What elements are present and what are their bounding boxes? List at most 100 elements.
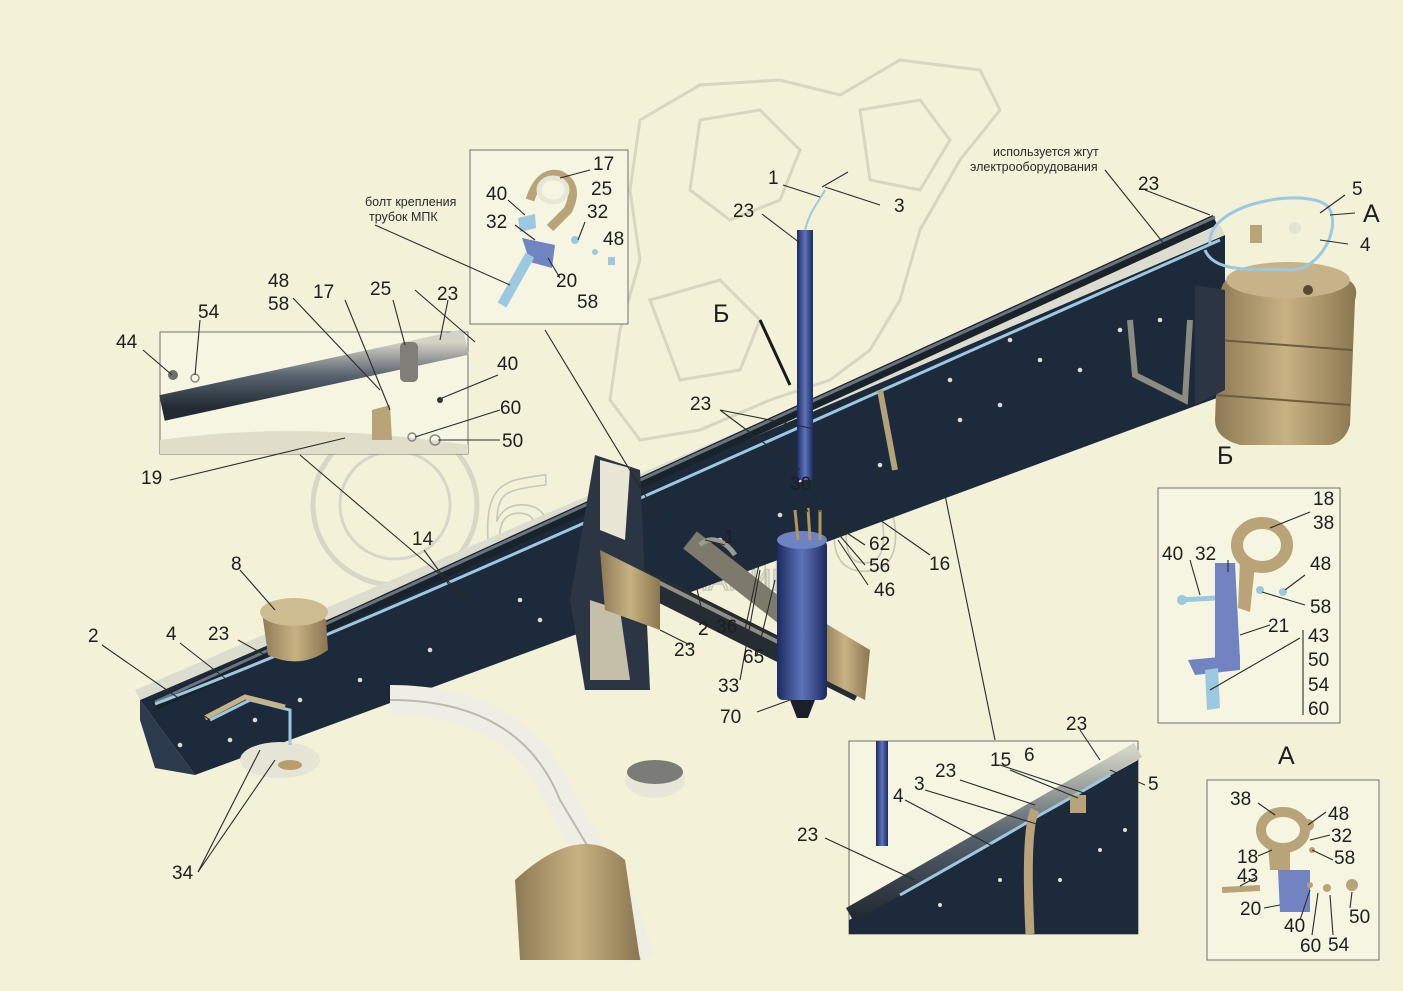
callout-2: 2 xyxy=(698,619,709,640)
callout-15: 15 xyxy=(990,750,1011,771)
callout-4: 4 xyxy=(166,624,177,645)
callout-30: 30 xyxy=(790,474,811,495)
callout-40: 40 xyxy=(486,184,507,205)
vertical-rod xyxy=(758,189,826,480)
callout-34: 34 xyxy=(172,863,194,884)
callout-5: 5 xyxy=(1352,179,1363,200)
callout-43: 43 xyxy=(1237,866,1258,887)
view-b-labels: 18 38 40 32 48 58 21 43 50 54 60 xyxy=(1162,489,1334,720)
callout-50: 50 xyxy=(1308,650,1329,671)
callout-32b: 32 xyxy=(587,202,608,223)
air-tank xyxy=(1195,262,1357,445)
callout-23: 23 xyxy=(733,201,754,222)
callout-48: 48 xyxy=(268,271,289,292)
callout-60: 60 xyxy=(1300,936,1321,957)
note-harness-line2: электрооборудования xyxy=(970,160,1098,174)
view-a-inset xyxy=(1206,779,1380,961)
callout-54: 54 xyxy=(1308,675,1330,696)
callout-36: 36 xyxy=(716,617,737,638)
callout-23: 23 xyxy=(1066,714,1087,735)
callout-60: 60 xyxy=(500,398,521,419)
callout-48: 48 xyxy=(1310,554,1331,575)
top-inset-labels: 17 25 40 32 32 48 20 58 xyxy=(486,154,624,313)
callout-32: 32 xyxy=(1331,826,1352,847)
callout-54: 54 xyxy=(198,302,220,323)
callout-2: 2 xyxy=(88,626,99,647)
callout-17: 17 xyxy=(593,154,614,175)
callout-18: 18 xyxy=(1313,489,1334,510)
top-inset xyxy=(469,149,629,325)
callout-17: 17 xyxy=(313,282,334,303)
callout-40: 40 xyxy=(1162,544,1183,565)
callout-8: 8 xyxy=(231,554,242,575)
callout-5: 5 xyxy=(1148,774,1159,795)
view-b-pointer-label: Б xyxy=(713,300,729,328)
callout-32: 32 xyxy=(1195,544,1216,565)
callout-38: 38 xyxy=(1313,513,1334,534)
callout-2b: 2 xyxy=(698,619,709,640)
notes: используется жгут электрооборудования бо… xyxy=(365,145,1099,224)
callout-21: 21 xyxy=(1268,616,1289,637)
callout-48: 48 xyxy=(603,229,624,250)
view-b-inset xyxy=(1157,487,1341,724)
callout-44: 44 xyxy=(116,332,138,353)
callout-23: 23 xyxy=(208,624,229,645)
callout-3: 3 xyxy=(914,774,925,795)
note-bolt-line2: трубок МПК xyxy=(369,210,438,224)
callout-23: 23 xyxy=(797,825,818,846)
left-inset-labels: 54 44 48 58 17 25 23 40 60 50 19 xyxy=(116,271,523,489)
callout-58: 58 xyxy=(577,292,598,313)
callout-58: 58 xyxy=(1310,597,1331,618)
callout-18: 18 xyxy=(1237,847,1258,868)
callout-6: 6 xyxy=(1024,745,1035,766)
callout-48: 48 xyxy=(1328,804,1349,825)
tan-bracket xyxy=(600,537,738,630)
callout-4: 4 xyxy=(893,786,904,807)
callout-46: 46 xyxy=(874,580,895,601)
callout-23: 23 xyxy=(674,640,695,661)
callout-4: 4 xyxy=(1360,235,1371,256)
callout-58: 58 xyxy=(268,294,289,315)
engine-ghost-outline xyxy=(608,58,1002,442)
frame-rail xyxy=(135,225,1225,775)
left-inset xyxy=(159,329,469,455)
view-a-label: А xyxy=(1363,200,1380,228)
callout-25: 25 xyxy=(370,279,391,300)
view-b-label: Б xyxy=(1217,442,1233,470)
callout-54: 54 xyxy=(1328,935,1350,956)
callout-32: 32 xyxy=(486,212,507,233)
note-harness-line1: используется жгут xyxy=(993,145,1099,159)
blue-tube-loop xyxy=(1203,196,1335,272)
u-bracket xyxy=(877,319,1193,471)
filter-cylinder xyxy=(777,507,827,718)
callout-38: 38 xyxy=(1230,789,1251,810)
callout-23: 23 xyxy=(1138,174,1159,195)
callout-20: 20 xyxy=(1240,899,1261,920)
callout-56: 56 xyxy=(869,556,890,577)
note-bolt-line1: болт крепления xyxy=(365,195,456,209)
view-a-labels: 38 48 32 58 18 43 20 40 60 54 50 xyxy=(1230,789,1370,957)
callout-58: 58 xyxy=(1334,848,1355,869)
callout-50: 50 xyxy=(502,431,523,452)
callout-70: 70 xyxy=(720,707,741,728)
callout-40: 40 xyxy=(1284,916,1305,937)
left-tank xyxy=(260,598,328,662)
leader-lines xyxy=(101,169,1356,936)
main-callout-labels: 1 2 3 23 5 4 23 23 8 2 4 23 14 34 30 1 6… xyxy=(88,168,1371,884)
callout-3: 3 xyxy=(894,196,905,217)
callout-23: 23 xyxy=(437,284,458,305)
callout-65: 65 xyxy=(743,647,764,668)
callout-25: 25 xyxy=(591,179,612,200)
callout-43: 43 xyxy=(1308,626,1329,647)
lower-cross-member xyxy=(389,685,685,965)
bottom-inset-labels: 23 15 6 23 3 4 5 23 xyxy=(797,714,1159,846)
view-a-insert-title: А xyxy=(1278,742,1295,770)
callout-60: 60 xyxy=(1308,699,1329,720)
view-letters: А Б А Б xyxy=(713,200,1380,770)
callout-1: 1 xyxy=(768,168,779,189)
callout-40: 40 xyxy=(497,354,518,375)
callout-19: 19 xyxy=(141,468,162,489)
callout-23: 23 xyxy=(690,394,711,415)
